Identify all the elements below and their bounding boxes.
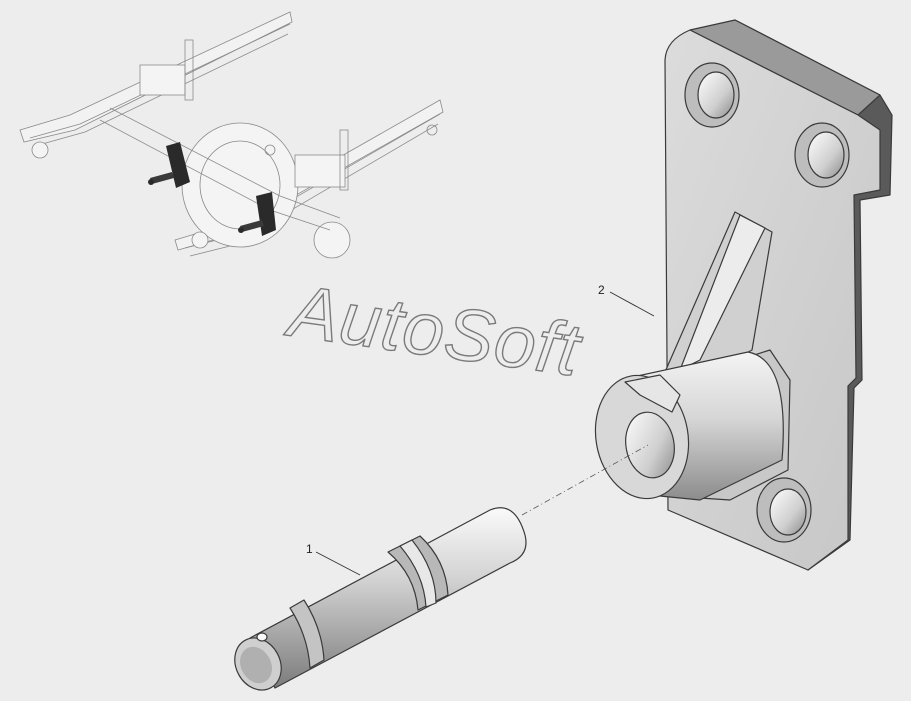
- bolt-hole-top-right: [794, 122, 850, 188]
- callout-1: 1: [306, 542, 361, 576]
- bolt-hole-top-left: [684, 62, 740, 128]
- callout-2: 2: [598, 283, 655, 317]
- thumbnail-highlighted-bracket-upper: [148, 142, 190, 188]
- callout-2-label: 2: [598, 283, 605, 297]
- assembly-axis-line: [521, 444, 649, 516]
- part-2-bracket: [594, 19, 893, 571]
- assembly-overview-thumbnail: [19, 11, 444, 259]
- bolt-hole-bottom-right: [756, 477, 812, 543]
- watermark-text: AutoSoft: [281, 268, 588, 392]
- callout-1-label: 1: [306, 542, 313, 556]
- thumbnail-highlighted-bracket-lower: [238, 192, 276, 236]
- part-1-pin: [234, 507, 527, 691]
